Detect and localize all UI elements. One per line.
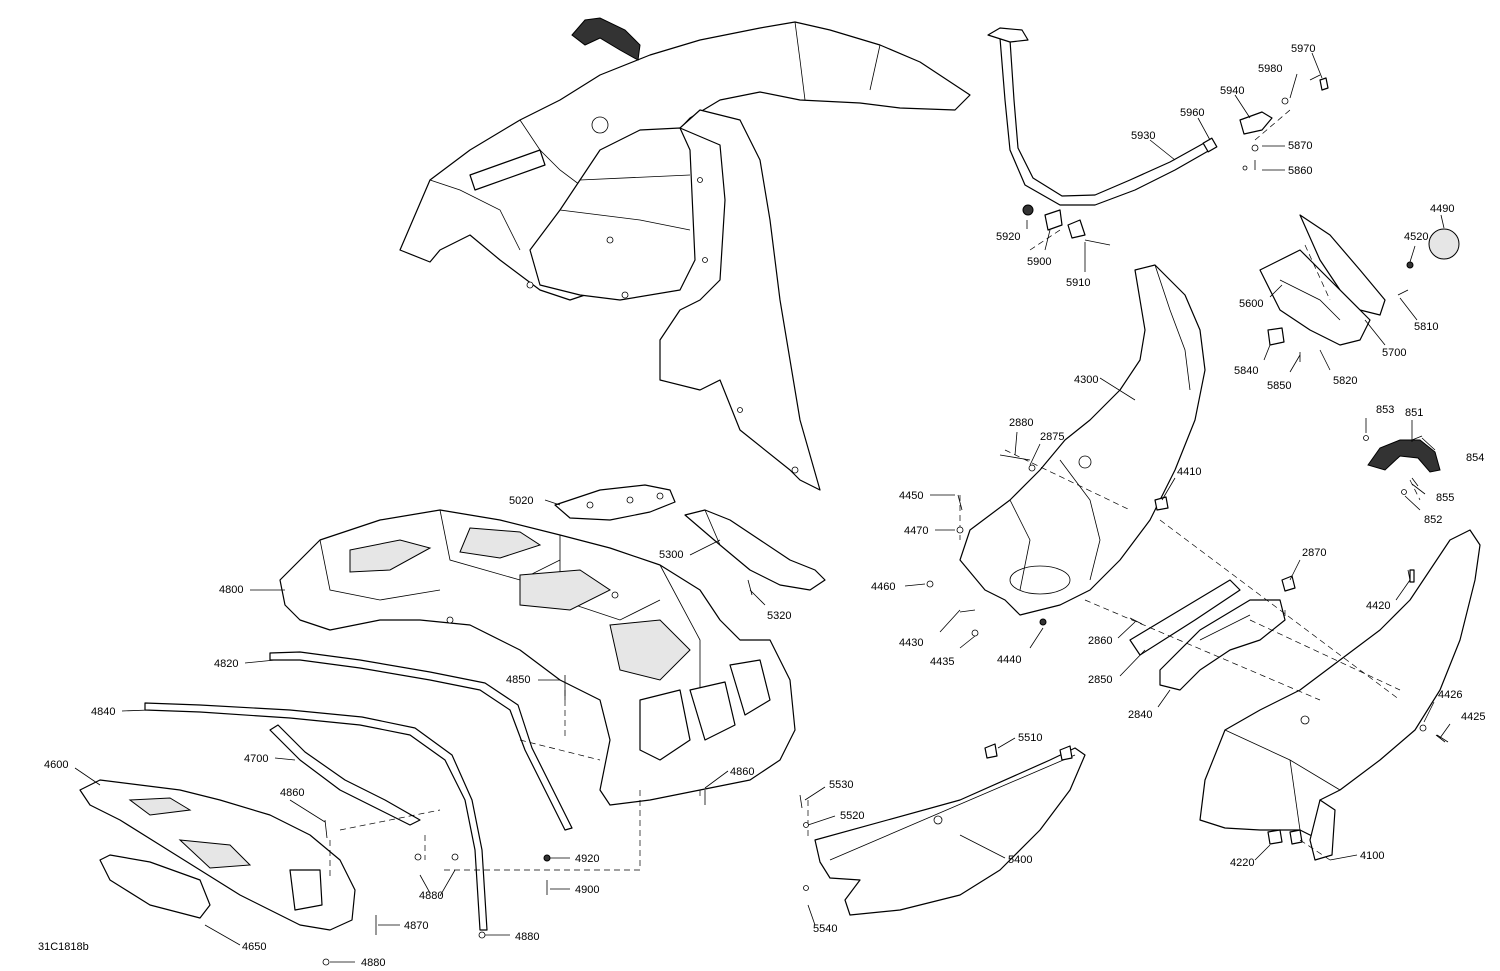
callout-5530: 5530: [829, 779, 853, 791]
callout-4880-middle: 4880: [515, 931, 539, 943]
callout-5520: 5520: [840, 810, 864, 822]
callout-4650: 4650: [242, 941, 266, 953]
callout-2860: 2860: [1088, 635, 1112, 647]
callout-5600: 5600: [1239, 298, 1263, 310]
callout-4460: 4460: [871, 581, 895, 593]
callout-853: 853: [1376, 404, 1394, 416]
rear-bumper-panel: [79, 779, 356, 931]
callout-854: 854: [1466, 452, 1484, 464]
callout-5510: 5510: [1018, 732, 1042, 744]
callout-5320: 5320: [767, 610, 791, 622]
callout-4840: 4840: [91, 706, 115, 718]
callout-4700: 4700: [244, 753, 268, 765]
fasteners: [322, 77, 1449, 966]
callout-4426: 4426: [1438, 689, 1462, 701]
callout-5960: 5960: [1180, 107, 1204, 119]
callout-4470: 4470: [904, 525, 928, 537]
callout-4450: 4450: [899, 490, 923, 502]
callout-5970: 5970: [1291, 43, 1315, 55]
callout-5020: 5020: [509, 495, 533, 507]
callout-5940: 5940: [1220, 85, 1244, 97]
grab-handle-assembly: [987, 27, 1321, 246]
rack-cover-plate: [554, 484, 676, 521]
callout-4425: 4425: [1461, 711, 1485, 723]
leader-lines: [74, 52, 1451, 963]
construction-lines: [329, 109, 1421, 880]
callout-5700: 5700: [1382, 347, 1406, 359]
callout-4300: 4300: [1074, 374, 1098, 386]
callout-4880-lower: 4880: [361, 957, 385, 969]
callout-5540: 5540: [813, 923, 837, 935]
callout-5910: 5910: [1066, 277, 1090, 289]
callout-4600: 4600: [44, 759, 68, 771]
callout-4880-upper: 4880: [419, 890, 443, 902]
rear-fender-panel: [1199, 529, 1481, 861]
callout-5870: 5870: [1288, 140, 1312, 152]
callout-2840: 2840: [1128, 709, 1152, 721]
callout-4420: 4420: [1366, 600, 1390, 612]
callout-4410: 4410: [1177, 466, 1201, 478]
callout-5820: 5820: [1333, 375, 1357, 387]
small-grab-handle: [1363, 435, 1441, 495]
callout-4440: 4440: [997, 654, 1021, 666]
callout-4435: 4435: [930, 656, 954, 668]
rack-tubes: [144, 651, 573, 931]
callout-5850: 5850: [1267, 380, 1291, 392]
front-fender-assembly: [399, 17, 971, 491]
callout-855: 855: [1436, 492, 1454, 504]
footrest-panel: [814, 743, 1086, 916]
callout-4870: 4870: [404, 920, 428, 932]
callout-5980: 5980: [1258, 63, 1282, 75]
callout-852: 852: [1424, 514, 1442, 526]
callout-2870: 2870: [1302, 547, 1326, 559]
callout-5810: 5810: [1414, 321, 1438, 333]
callout-4800: 4800: [219, 584, 243, 596]
callout-2850: 2850: [1088, 674, 1112, 686]
callout-5920: 5920: [996, 231, 1020, 243]
callout-4430: 4430: [899, 637, 923, 649]
callout-4820: 4820: [214, 658, 238, 670]
callout-2875: 2875: [1040, 431, 1064, 443]
rear-rack: [279, 509, 796, 806]
deflector-panel: [684, 509, 826, 591]
callout-4220: 4220: [1230, 857, 1254, 869]
callout-5860: 5860: [1288, 165, 1312, 177]
callout-4490: 4490: [1430, 203, 1454, 215]
drawing-reference-number: 31C1818b: [38, 941, 89, 953]
bracket-assembly: [1129, 575, 1296, 691]
tail-light-assembly: [1259, 214, 1460, 362]
callout-2880: 2880: [1009, 417, 1033, 429]
callout-5930: 5930: [1131, 130, 1155, 142]
callout-4920: 4920: [575, 853, 599, 865]
callout-4860-left: 4860: [280, 787, 304, 799]
callout-4850: 4850: [506, 674, 530, 686]
callout-851: 851: [1405, 407, 1423, 419]
callout-5900: 5900: [1027, 256, 1051, 268]
callout-4520: 4520: [1404, 231, 1428, 243]
callout-5400: 5400: [1008, 854, 1032, 866]
callout-4900: 4900: [575, 884, 599, 896]
left-side-panel: [959, 264, 1206, 616]
callout-4860-right: 4860: [730, 766, 754, 778]
callout-labels: 5970 5980 5940 5960 5930 5870 5860 5920 …: [44, 43, 1485, 969]
callout-4100: 4100: [1360, 850, 1384, 862]
callout-5840: 5840: [1234, 365, 1258, 377]
callout-5300: 5300: [659, 549, 683, 561]
